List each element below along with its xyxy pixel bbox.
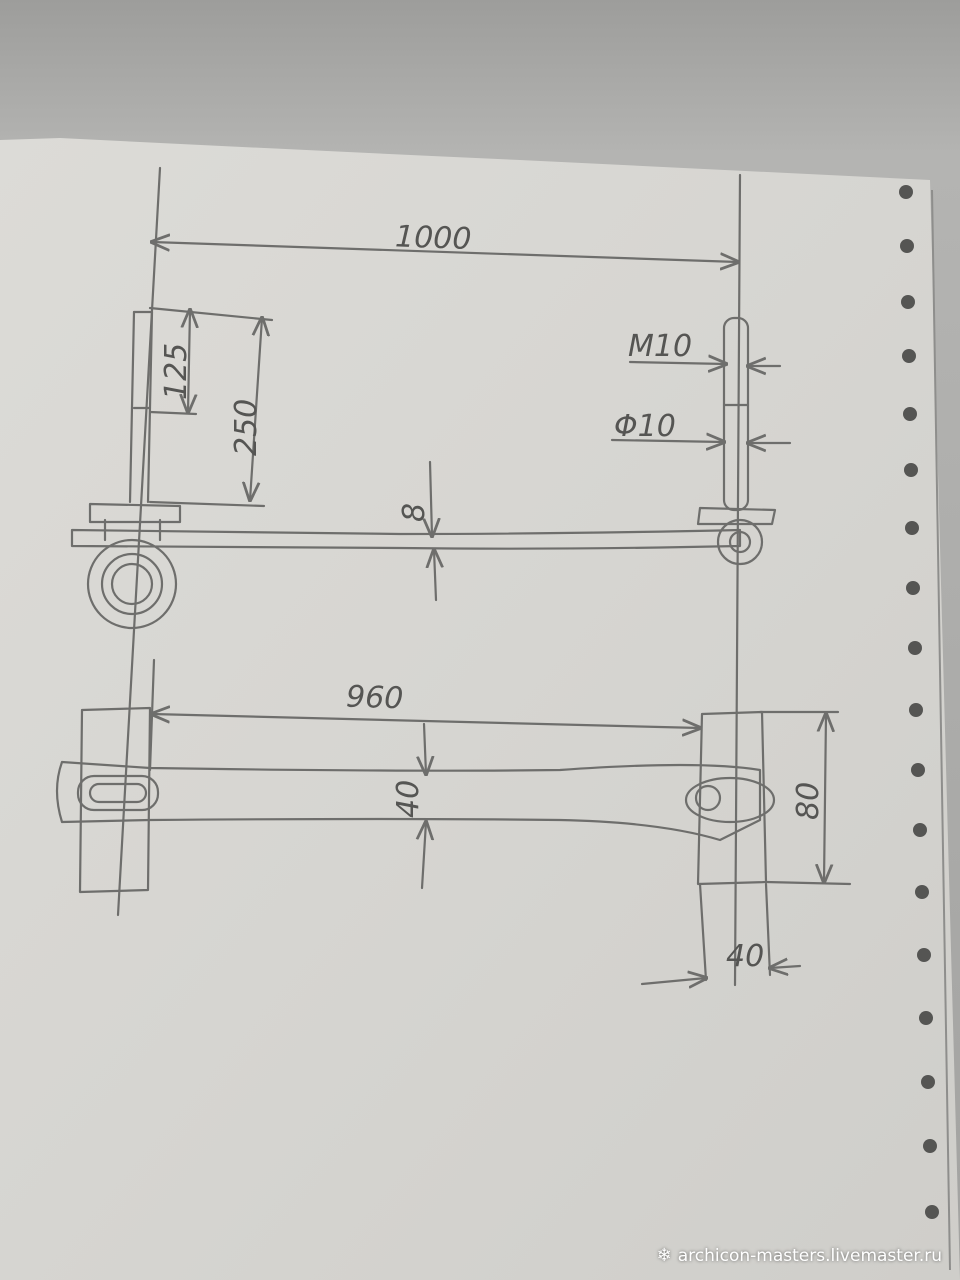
label-960: 960	[345, 679, 403, 716]
dim-line-40-width	[640, 978, 706, 984]
dim-line-8	[430, 460, 432, 536]
label-m10: M10	[628, 329, 692, 364]
dim-line-1000	[152, 242, 738, 262]
watermark: ❄ archicon-masters.livemaster.ru	[657, 1246, 942, 1266]
label-40-height: 40	[391, 780, 426, 818]
label-250: 250	[229, 399, 264, 456]
top-bar	[70, 502, 777, 566]
label-1000: 1000	[394, 219, 472, 257]
dim-line-250	[250, 318, 262, 500]
dim-line-80	[824, 714, 826, 882]
dim-line-40-height	[424, 722, 426, 774]
label-8: 8	[397, 503, 432, 522]
perforation-edge	[931, 189, 951, 1271]
bottom-bar	[55, 706, 776, 894]
label-125: 125	[159, 343, 194, 400]
label-phi10: Φ10	[614, 409, 676, 444]
dim-line-125	[188, 310, 190, 412]
left-rod	[128, 310, 154, 504]
watermark-text: archicon-masters.livemaster.ru	[677, 1246, 942, 1266]
dim-line-960	[152, 714, 700, 728]
snowflake-icon: ❄	[656, 1245, 672, 1266]
label-40-width: 40	[726, 939, 764, 974]
left-eye-part	[86, 518, 178, 630]
perforation-holes	[899, 185, 939, 1219]
label-80: 80	[791, 782, 826, 820]
dim-line-m10	[628, 362, 726, 364]
center-line-right	[733, 173, 742, 987]
dim-line-phi10	[610, 440, 724, 442]
